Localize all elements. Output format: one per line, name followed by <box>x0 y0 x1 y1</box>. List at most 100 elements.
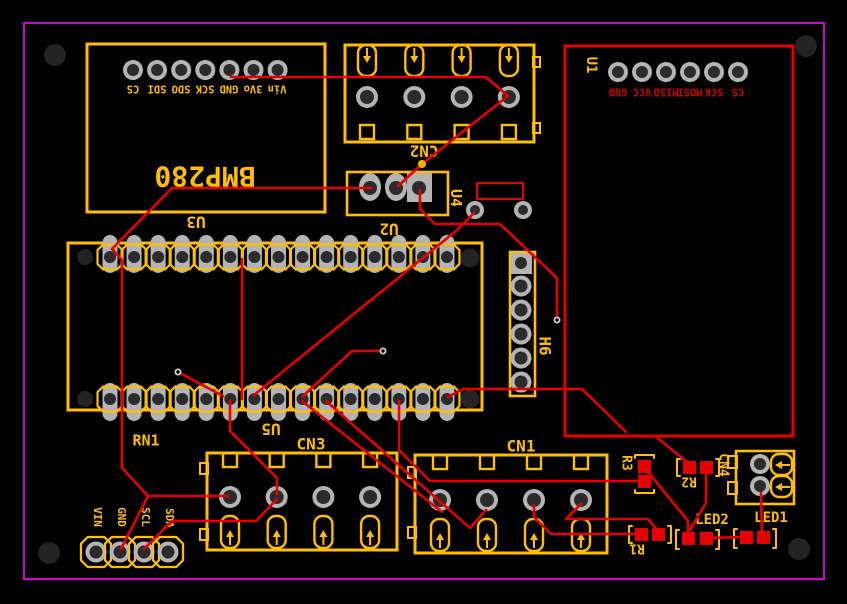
pin-label-3vo: 3Vo <box>244 82 263 94</box>
wire-arrow <box>272 530 281 537</box>
pad <box>89 545 103 559</box>
terminal-cn4[interactable]: CN4 <box>715 449 796 506</box>
wire-slot <box>769 474 794 499</box>
pad <box>223 64 236 76</box>
pad-hole <box>200 251 213 263</box>
cn4-body <box>734 449 796 506</box>
pad <box>514 351 528 365</box>
wire-slot <box>523 517 545 553</box>
pad-hole <box>392 393 405 405</box>
wire-arrow <box>775 483 782 491</box>
side-tab <box>727 481 738 495</box>
ref-u3: U3 <box>186 212 205 231</box>
pad-outline <box>313 385 341 413</box>
pad-hole <box>412 181 426 195</box>
pad-outline <box>264 243 293 271</box>
pad <box>407 90 422 104</box>
ref-u4: U4 <box>447 189 465 207</box>
trace <box>176 370 225 398</box>
wire-arrow <box>226 530 234 537</box>
pad <box>360 90 374 104</box>
notch <box>315 451 332 469</box>
pad-hole <box>320 251 333 263</box>
pad <box>574 493 588 507</box>
trace <box>706 535 745 540</box>
pad-outline <box>168 385 196 413</box>
copper-traces[interactable] <box>110 75 764 551</box>
pad-outline <box>361 385 389 413</box>
pad-outline <box>216 243 244 271</box>
pin-label-vcc: VCC <box>633 85 652 97</box>
h6-outline <box>508 250 537 398</box>
pad <box>480 493 494 507</box>
pad-hole <box>440 251 453 263</box>
notch <box>500 123 518 141</box>
ref-u1: U1 <box>583 57 599 74</box>
trace-endpoint-hole <box>555 318 559 322</box>
pad-hole <box>368 251 381 263</box>
trace <box>142 497 279 551</box>
pad-hole <box>128 251 141 263</box>
side-tab <box>532 56 541 68</box>
pin-label-scl: SCL <box>139 507 152 527</box>
header-h6[interactable]: H6 <box>508 250 554 398</box>
pad-outline <box>144 385 172 413</box>
pad <box>151 64 164 76</box>
ref-cn1: CN1 <box>507 437 536 456</box>
pad-hole <box>176 251 189 263</box>
resistor-r2[interactable]: R2 <box>676 458 720 488</box>
silk-bracket <box>634 489 655 494</box>
pad-hole <box>272 251 285 263</box>
pad <box>113 545 127 559</box>
terminal-cn2[interactable]: CN2 <box>343 43 541 160</box>
board-edge <box>23 22 825 580</box>
pad-hole <box>344 251 357 263</box>
silk-bracket <box>667 525 672 544</box>
silk-bracket <box>715 529 720 550</box>
mounting-hole <box>44 44 66 66</box>
pad <box>708 66 720 78</box>
via <box>470 205 480 215</box>
mounting-holes <box>38 35 817 564</box>
pad-outline <box>361 243 389 271</box>
pad-outline <box>168 243 196 271</box>
trace <box>653 434 689 464</box>
fiducial-hole <box>77 391 93 407</box>
pad <box>514 303 528 317</box>
wire-slot <box>429 517 451 553</box>
pad-outline <box>337 243 365 271</box>
notch <box>406 123 423 141</box>
led2[interactable]: LED2 <box>675 512 729 550</box>
wire-arrow <box>577 533 585 540</box>
wire-arrow <box>366 530 375 537</box>
pin-label-sck: SCK <box>704 85 724 97</box>
pad <box>454 90 469 104</box>
trace-endpoint-hole <box>381 349 385 353</box>
pad-hole <box>104 251 116 263</box>
trace <box>300 399 444 514</box>
mounting-hole <box>795 35 817 57</box>
pad-outline <box>240 243 269 271</box>
pad <box>127 64 139 76</box>
pad-outline <box>144 243 172 271</box>
wire-arrow <box>775 461 782 469</box>
pad <box>199 64 212 76</box>
board-outline[interactable] <box>23 22 825 580</box>
notch <box>572 453 590 471</box>
pad-hole <box>152 393 165 405</box>
trace <box>228 399 279 496</box>
pad-outline <box>151 535 185 569</box>
resistor-r1[interactable]: R1 <box>628 525 672 555</box>
pad <box>636 66 648 78</box>
ref-r1: R1 <box>629 540 645 555</box>
smd-resistor-footprint[interactable] <box>466 181 532 219</box>
pad-outline <box>433 385 461 413</box>
via-dots[interactable] <box>174 160 561 376</box>
pad-outline <box>96 243 124 271</box>
pin-label-cs: CS <box>732 85 745 97</box>
